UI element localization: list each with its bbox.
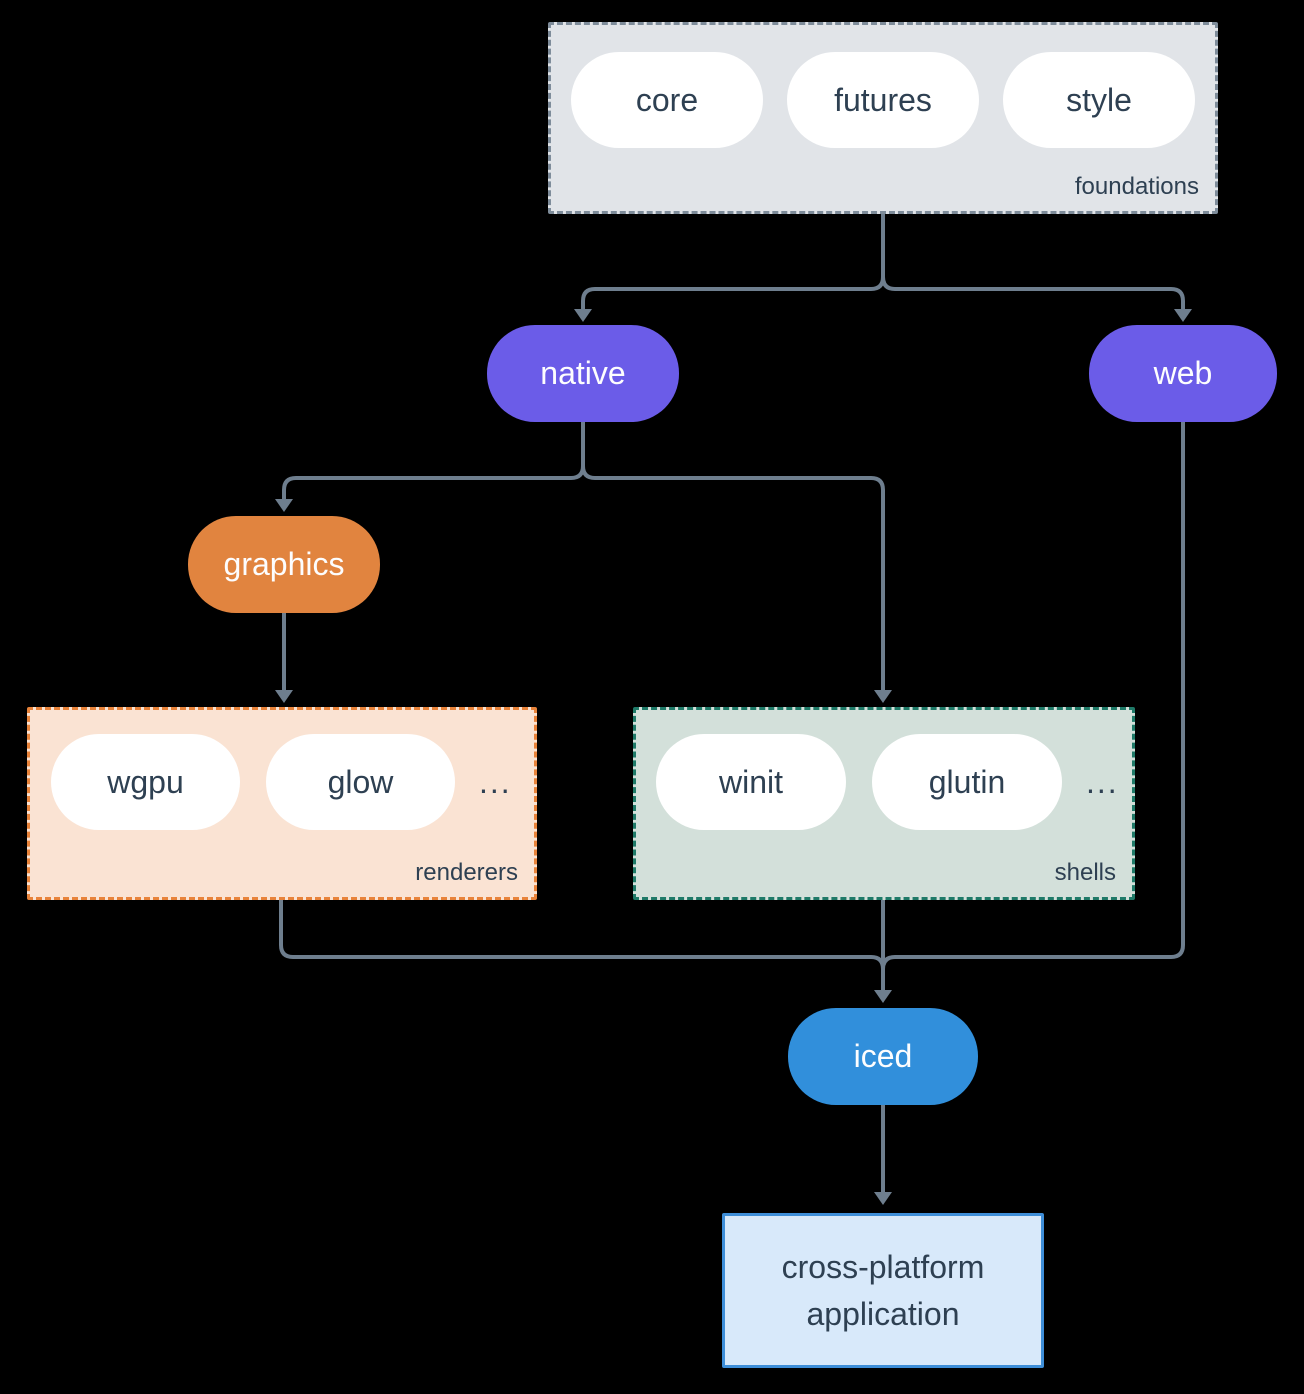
node-web: web — [1089, 325, 1277, 422]
node-cross-platform-application: cross-platform application — [722, 1213, 1044, 1368]
shells-ellipsis: ... — [1086, 763, 1119, 800]
node-iced: iced — [788, 1008, 978, 1105]
shells-group-label: shells — [1054, 859, 1116, 886]
node-winit-label: winit — [718, 763, 783, 800]
node-style-label: style — [1066, 81, 1132, 118]
renderers-ellipsis: ... — [479, 763, 512, 800]
arrowhead-graphics — [275, 499, 293, 512]
node-futures: futures — [787, 52, 979, 148]
foundations-pill-row: core futures style — [551, 25, 1215, 148]
node-glutin: glutin — [872, 734, 1062, 830]
node-native: native — [487, 325, 679, 422]
arrowhead-app — [874, 1192, 892, 1205]
node-graphics: graphics — [188, 516, 380, 613]
renderers-group-label: renderers — [415, 859, 518, 886]
connector-foundations-web — [881, 276, 1185, 309]
node-core: core — [571, 52, 763, 148]
connector-native-shells — [581, 465, 885, 690]
node-glow-label: glow — [327, 763, 394, 800]
node-iced-label: iced — [853, 1038, 913, 1074]
connector-renderers-merge — [279, 900, 885, 970]
shells-pill-row: winit glutin ... — [636, 710, 1132, 830]
arrowhead-iced — [874, 990, 892, 1003]
node-core-label: core — [635, 81, 699, 118]
arrowhead-native — [574, 309, 592, 322]
node-winit: winit — [656, 734, 846, 830]
node-futures-label: futures — [834, 81, 932, 118]
group-renderers: wgpu glow ... renderers — [27, 707, 537, 900]
node-web-label: web — [1153, 355, 1213, 391]
foundations-group-label: foundations — [1074, 173, 1199, 200]
node-wgpu-label: wgpu — [107, 763, 184, 800]
node-glutin-label: glutin — [928, 763, 1006, 800]
connector-foundations-native — [581, 214, 885, 309]
arrowhead-web — [1174, 309, 1192, 322]
arrowhead-renderers — [275, 690, 293, 703]
renderers-pill-row: wgpu glow ... — [30, 710, 534, 830]
node-app-label: cross-platform application — [781, 1249, 985, 1332]
node-glow: glow — [266, 734, 455, 830]
connector-native-graphics — [282, 422, 585, 499]
group-shells: winit glutin ... shells — [633, 707, 1135, 900]
node-style: style — [1003, 52, 1195, 148]
group-foundations: core futures style foundations — [548, 22, 1218, 214]
node-native-label: native — [540, 355, 626, 391]
node-wgpu: wgpu — [51, 734, 240, 830]
arrowhead-shells — [874, 690, 892, 703]
node-graphics-label: graphics — [223, 546, 345, 582]
